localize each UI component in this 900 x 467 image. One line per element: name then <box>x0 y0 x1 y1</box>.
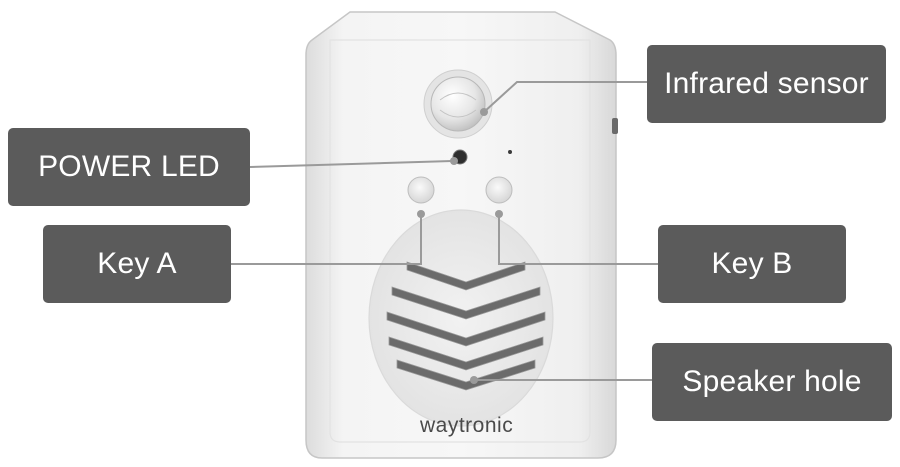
leader-key-a <box>231 214 422 265</box>
infrared-sensor-lens <box>423 69 493 139</box>
brand-logo-text: waytronic <box>420 414 514 437</box>
key-a-button <box>407 176 435 204</box>
leader-lines <box>231 81 658 381</box>
leader-infrared <box>483 81 648 113</box>
leader-power-led <box>249 160 453 168</box>
pinhole <box>508 150 512 154</box>
callout-key-b: Key B <box>658 225 846 303</box>
callout-power-led: POWER LED <box>8 128 250 206</box>
speaker-hole-grille <box>386 261 546 391</box>
callout-speaker-hole: Speaker hole <box>652 343 892 421</box>
callout-key-a: Key A <box>43 225 231 303</box>
side-switch <box>612 118 618 134</box>
leader-dots <box>417 108 503 384</box>
callout-infrared-sensor: Infrared sensor <box>647 45 886 123</box>
leader-key-b <box>498 214 658 265</box>
key-b-button <box>485 176 513 204</box>
